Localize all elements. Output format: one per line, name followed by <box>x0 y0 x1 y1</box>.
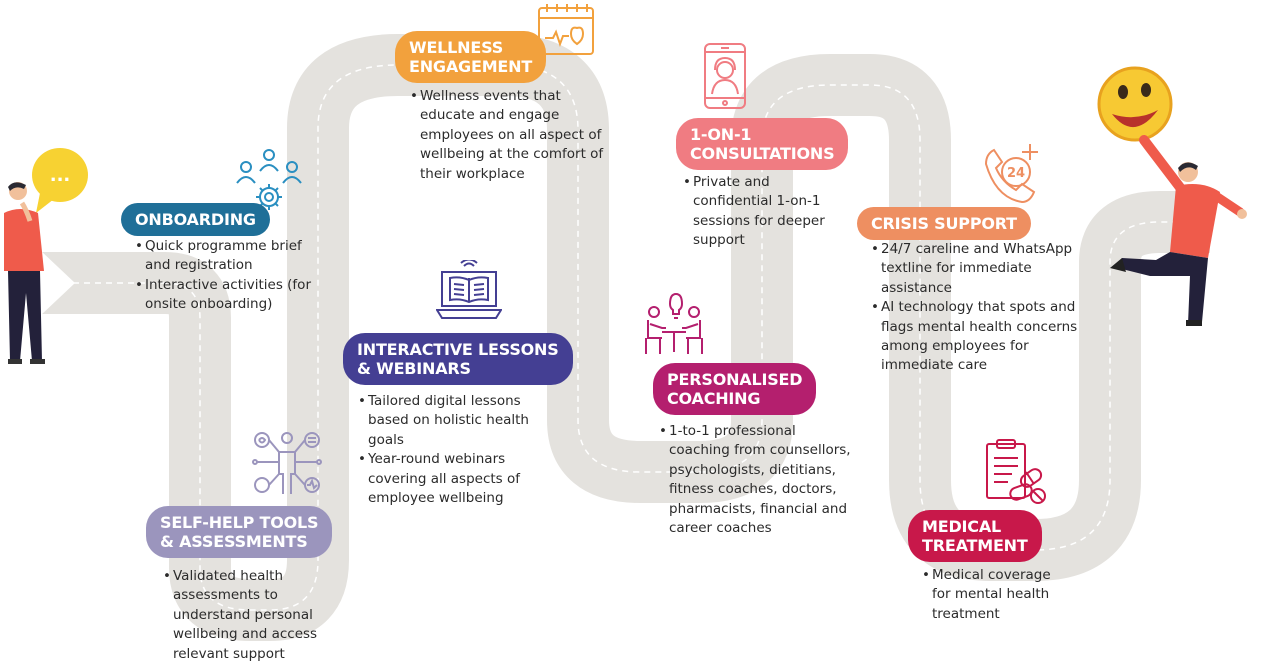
thinking-person-illustration: ... <box>0 143 90 368</box>
onboarding-title: ONBOARDING <box>121 203 270 236</box>
bullet-item: Quick programme brief and registration <box>135 237 320 276</box>
bullet-item: 24/7 careline and WhatsApp textline for … <box>871 240 1086 298</box>
laptop-book-icon <box>436 260 502 324</box>
coaching-title: PERSONALISED COACHING <box>653 363 817 415</box>
coaching-session-icon <box>640 292 708 356</box>
bullet-item: Interactive activities (for onsite onboa… <box>135 276 320 315</box>
careline-24-label: 24 <box>1007 166 1025 181</box>
speech-bubble: ... <box>32 148 88 213</box>
wellness-engagement-details: Wellness events that educate and engage … <box>410 87 605 184</box>
phone-24-icon: 24 <box>982 142 1048 208</box>
calendar-heart-icon <box>537 2 595 56</box>
wellness-engagement-title: WELLNESS ENGAGEMENT <box>395 31 547 83</box>
medical-treatment-details: Medical coverage for mental health treat… <box>922 566 1072 624</box>
onboarding-details: Quick programme brief and registration I… <box>135 237 320 315</box>
svg-text:...: ... <box>50 165 71 186</box>
smiley-emoji-icon <box>1097 66 1173 142</box>
bullet-item: Wellness events that educate and engage … <box>410 87 605 184</box>
bullet-item: 1-to-1 professional coaching from counse… <box>659 422 859 538</box>
clipboard-pills-icon <box>984 438 1048 506</box>
medical-treatment-title: MEDICAL TREATMENT <box>908 510 1042 562</box>
crisis-support-title: CRISIS SUPPORT <box>857 207 1031 240</box>
self-help-title: SELF-HELP TOOLS & ASSESSMENTS <box>146 506 333 558</box>
bullet-item: AI technology that spots and flags menta… <box>871 298 1086 376</box>
consultations-details: Private and confidential 1-on-1 sessions… <box>683 173 843 251</box>
health-network-icon <box>252 430 322 498</box>
self-help-details: Validated health assessments to understa… <box>163 567 338 664</box>
jumping-person-illustration <box>1090 62 1260 337</box>
coaching-details: 1-to-1 professional coaching from counse… <box>659 422 859 538</box>
bullet-item: Validated health assessments to understa… <box>163 567 338 664</box>
bullet-item: Year-round webinars covering all aspects… <box>358 450 533 508</box>
consultations-title: 1-ON-1 CONSULTATIONS <box>676 118 849 170</box>
bullet-item: Private and confidential 1-on-1 sessions… <box>683 173 843 251</box>
team-settings-icon <box>234 147 304 217</box>
crisis-support-details: 24/7 careline and WhatsApp textline for … <box>871 240 1086 376</box>
phone-video-icon <box>702 42 748 110</box>
bullet-item: Tailored digital lessons based on holist… <box>358 392 533 450</box>
interactive-lessons-details: Tailored digital lessons based on holist… <box>358 392 533 508</box>
bullet-item: Medical coverage for mental health treat… <box>922 566 1072 624</box>
interactive-lessons-title: INTERACTIVE LESSONS & WEBINARS <box>343 333 573 385</box>
